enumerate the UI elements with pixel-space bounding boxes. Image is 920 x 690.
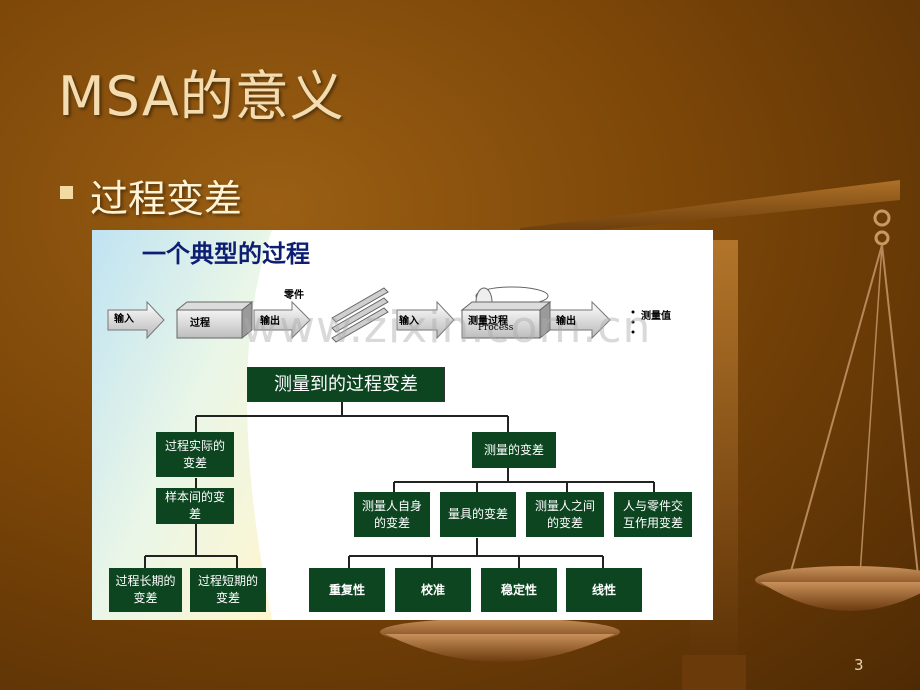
figure-title: 一个典型的过程 bbox=[142, 240, 310, 268]
bullet-text: 过程变差 bbox=[90, 177, 243, 221]
process-diagram-panel: 一个典型的过程 www.zixin.com.cn 输入 过程 输出 零件 输入 … bbox=[92, 230, 713, 620]
flow-process-label: 过程 bbox=[190, 318, 210, 329]
flow-output1-label: 输出 bbox=[260, 316, 280, 327]
measured-value-label: 测量值 bbox=[641, 311, 671, 322]
flow-input1-arrow bbox=[107, 300, 165, 340]
flow-measure-label: 测量过程 bbox=[468, 316, 508, 327]
tree-node-appraiser-self: 测量人自身 的变差 bbox=[354, 492, 430, 537]
panel-background bbox=[92, 230, 655, 620]
tree-node-gauge: 量具的变差 bbox=[440, 492, 516, 537]
tree-node-between-appraisers: 测量人之间 的变差 bbox=[526, 492, 604, 537]
tree-root-node: 测量到的过程变差 bbox=[247, 367, 445, 402]
flow-output2-arrow bbox=[549, 300, 611, 340]
flow-measure-en-label: Process bbox=[478, 323, 514, 333]
bullet-marker bbox=[60, 186, 73, 199]
tree-leaf-long-term: 过程长期的 变差 bbox=[109, 568, 182, 612]
tree-leaf-short-term: 过程短期的 变差 bbox=[190, 568, 266, 612]
tree-node-measurement-variation: 测量的变差 bbox=[472, 432, 556, 468]
flow-process-cube bbox=[175, 300, 254, 340]
value-dots bbox=[631, 310, 635, 334]
tree-leaf-calibration: 校准 bbox=[395, 568, 471, 612]
tree-node-interaction: 人与零件交 互作用变差 bbox=[614, 492, 692, 537]
flow-input2-label: 输入 bbox=[399, 316, 419, 327]
tree-leaf-repeatability: 重复性 bbox=[309, 568, 385, 612]
flow-input2-arrow bbox=[396, 300, 455, 340]
slide-title: MSA的意义 bbox=[58, 65, 345, 128]
flow-output2-label: 输出 bbox=[556, 316, 576, 327]
tree-connectors bbox=[144, 401, 655, 568]
flow-input1-label: 输入 bbox=[114, 314, 134, 325]
tree-leaf-linearity: 线性 bbox=[566, 568, 642, 612]
page-number: 3 bbox=[854, 656, 864, 674]
parts-label: 零件 bbox=[284, 290, 304, 301]
watermark-text: www.zixin.com.cn bbox=[242, 302, 652, 353]
tree-leaf-stability: 稳定性 bbox=[481, 568, 557, 612]
flow-measure-cube bbox=[460, 286, 552, 340]
parts-icon bbox=[331, 287, 389, 343]
tree-node-sample-variation: 样本间的变 差 bbox=[156, 488, 234, 524]
flow-output1-arrow bbox=[253, 300, 311, 340]
tree-node-process-variation: 过程实际的 变差 bbox=[156, 432, 234, 477]
